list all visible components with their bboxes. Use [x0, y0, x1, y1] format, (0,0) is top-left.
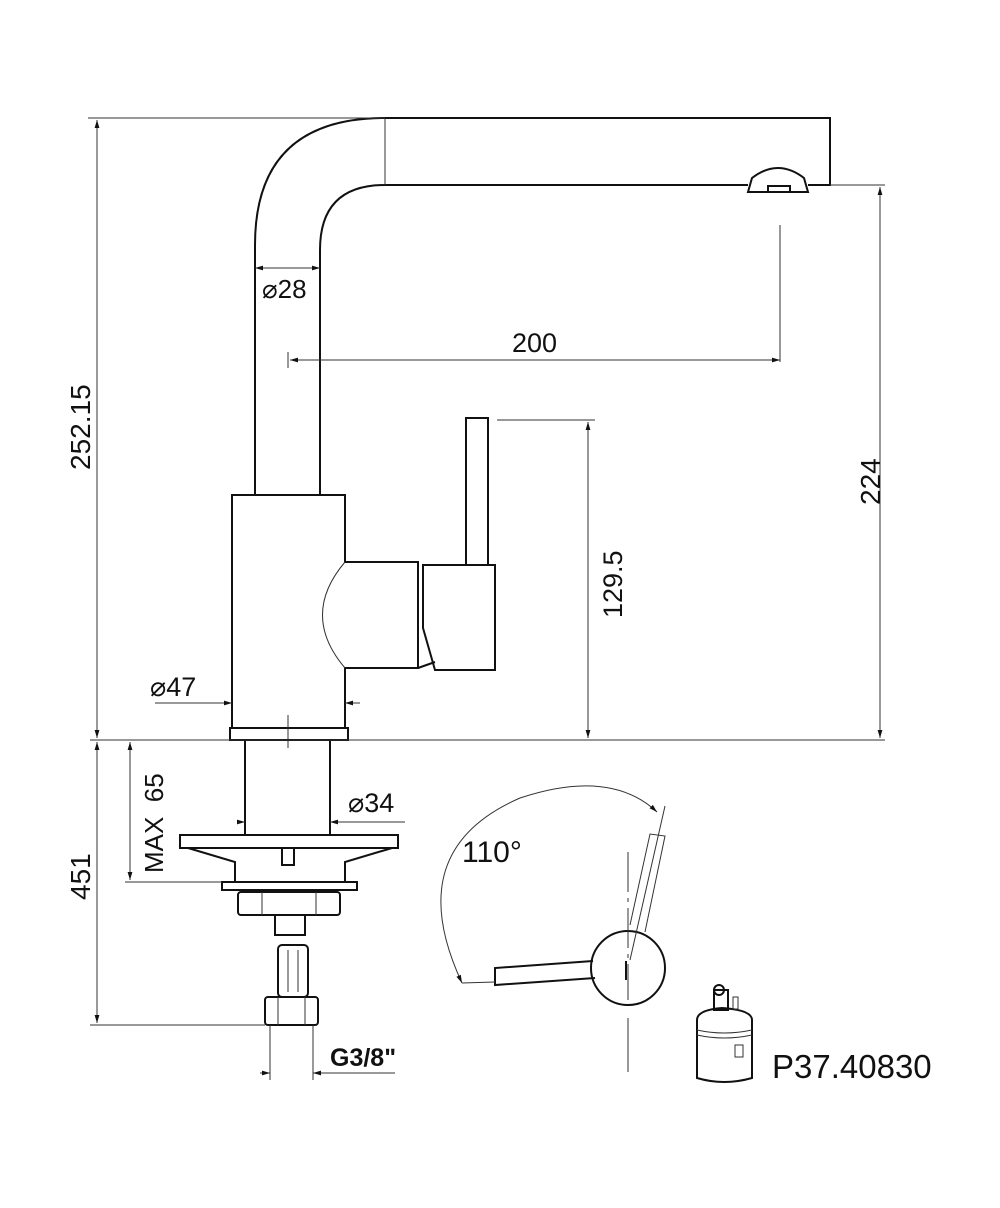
dimension-lines: [88, 117, 885, 1080]
dim-shank-diameter: ⌀34: [348, 788, 394, 818]
dim-body-diameter: ⌀47: [150, 672, 196, 702]
body: [231, 494, 419, 727]
flex-hose: [277, 944, 309, 998]
mounting-plate: [179, 834, 399, 883]
dim-lever-height: 129.5: [598, 550, 628, 618]
dim-max-deck: MAX 65: [139, 773, 169, 873]
aerator: [746, 167, 810, 193]
hose-nut: [264, 996, 319, 1026]
handle: [417, 417, 496, 671]
cartridge-code: P37.40830: [772, 1048, 932, 1085]
rotation-angle-label: 110°: [462, 836, 522, 869]
dim-connection-thread: G3/8ʺ: [330, 1044, 396, 1072]
cartridge-icon: [696, 984, 753, 1083]
shank: [244, 739, 331, 836]
lever-rotation-diagram: [440, 785, 666, 1072]
dim-spout-height: 224: [855, 458, 886, 505]
collar: [229, 727, 349, 741]
spout-outline: [254, 117, 831, 495]
dim-spout-diameter: ⌀28: [262, 274, 307, 304]
nut: [237, 891, 341, 916]
dim-spout-reach: 200: [512, 328, 557, 358]
faucet-side-view: [179, 117, 831, 1026]
dim-below-deck: 451: [65, 853, 96, 900]
dim-total-height: 252.15: [65, 384, 96, 470]
